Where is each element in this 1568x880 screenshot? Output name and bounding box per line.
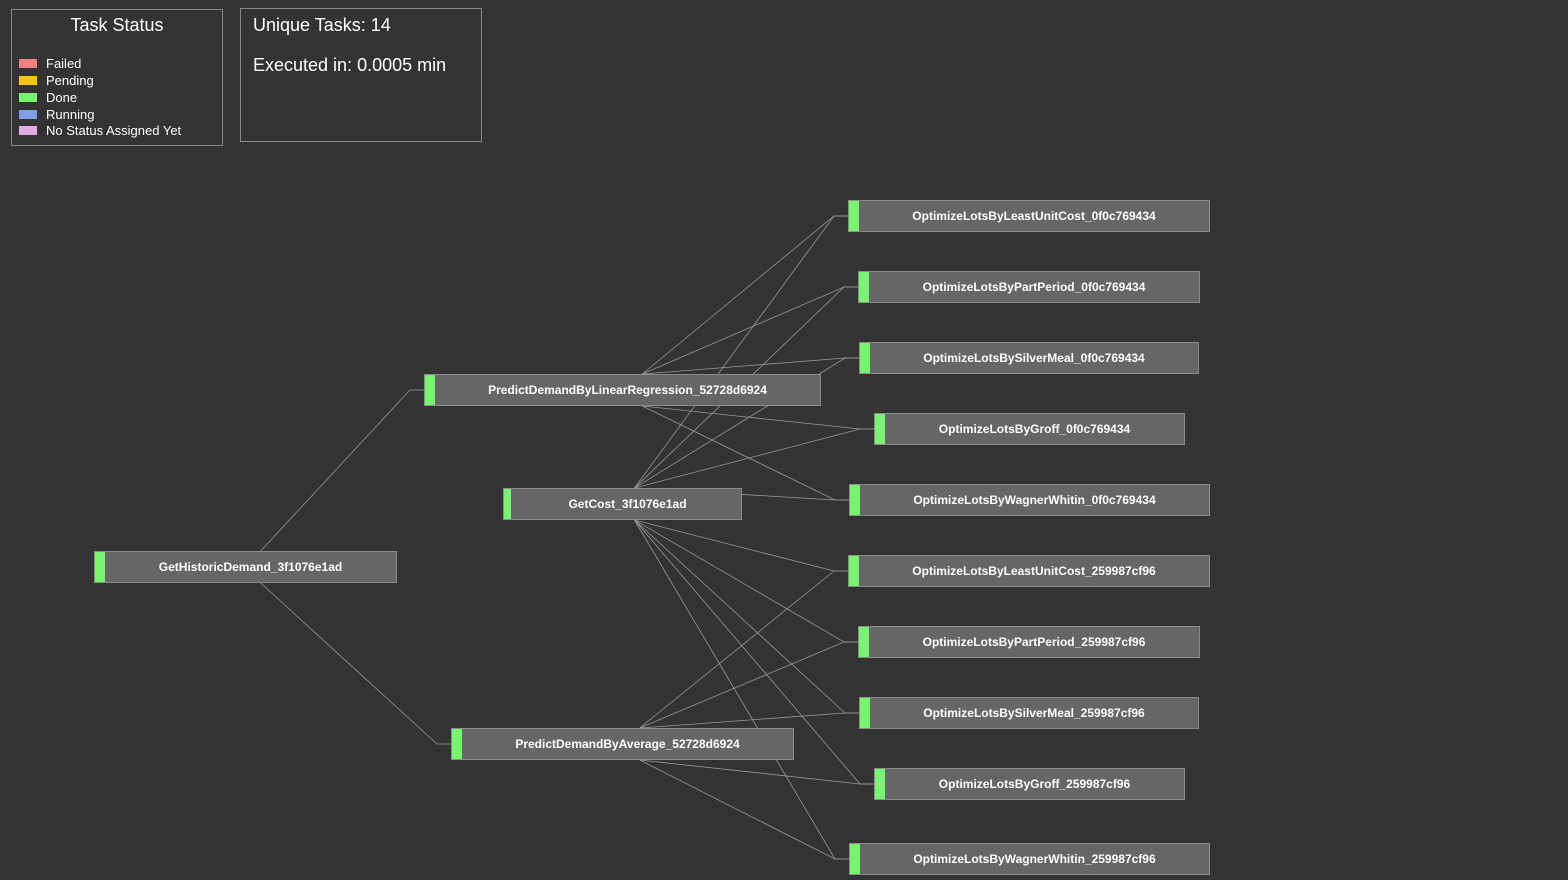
status-bar — [425, 375, 435, 405]
task-node-optimize-groff-2599[interactable]: OptimizeLotsByGroff_259987cf96 — [874, 768, 1185, 800]
legend-swatch-pending — [19, 75, 37, 85]
status-bar — [504, 489, 511, 519]
edge-cost-o3 — [634, 357, 859, 489]
legend-swatch-no-status — [19, 125, 37, 135]
edge-cost-o4 — [634, 428, 874, 489]
task-node-optimize-part-period-0f0c[interactable]: OptimizeLotsByPartPeriod_0f0c769434 — [858, 271, 1200, 303]
status-bar — [875, 769, 885, 799]
task-node-optimize-wagner-whitin-0f0c[interactable]: OptimizeLotsByWagnerWhitin_0f0c769434 — [849, 484, 1210, 516]
status-bar — [859, 627, 869, 657]
edge-hist-lr — [260, 389, 424, 552]
task-node-optimize-groff-0f0c[interactable]: OptimizeLotsByGroff_0f0c769434 — [874, 413, 1185, 445]
task-node-predict-average[interactable]: PredictDemandByAverage_52728d6924 — [451, 728, 794, 760]
edge-hist-avg — [260, 582, 451, 745]
executed-time-text: Executed in: 0.0005 min — [253, 55, 447, 75]
edge-avg-o6 — [639, 570, 848, 729]
task-node-optimize-least-unit-cost-2599[interactable]: OptimizeLotsByLeastUnitCost_259987cf96 — [848, 555, 1210, 587]
edge-cost-o6 — [634, 519, 848, 572]
task-label: OptimizeLotsBySilverMeal_259987cf96 — [923, 706, 1145, 720]
edge-cost-o10 — [634, 519, 849, 860]
legend-item-done: Done — [19, 89, 77, 105]
status-bar — [452, 729, 462, 759]
task-label: OptimizeLotsByLeastUnitCost_259987cf96 — [912, 564, 1156, 578]
edge-lr-o1 — [642, 215, 848, 375]
task-label: OptimizeLotsByLeastUnitCost_0f0c769434 — [912, 209, 1156, 223]
task-label: OptimizeLotsByGroff_259987cf96 — [938, 777, 1131, 791]
task-label: OptimizeLotsBySilverMeal_0f0c769434 — [923, 351, 1145, 365]
task-label: GetHistoricDemand_3f1076e1ad — [158, 560, 343, 574]
legend-item-running: Running — [19, 106, 94, 122]
stats-panel: Unique Tasks: 14 Executed in: 0.0005 min — [240, 8, 482, 142]
legend-item-pending: Pending — [19, 72, 94, 88]
task-label: PredictDemandByLinearRegression_52728d69… — [488, 383, 767, 397]
task-label: OptimizeLotsByPartPeriod_259987cf96 — [922, 635, 1146, 649]
status-bar — [850, 844, 860, 874]
edge-cost-o2 — [634, 286, 858, 489]
legend-label-failed: Failed — [46, 55, 82, 71]
task-label: OptimizeLotsByWagnerWhitin_0f0c769434 — [913, 493, 1156, 507]
status-bar — [850, 485, 860, 515]
task-label: GetCost_3f1076e1ad — [568, 497, 687, 511]
task-label: OptimizeLotsByPartPeriod_0f0c769434 — [922, 280, 1146, 294]
task-node-predict-linear-regression[interactable]: PredictDemandByLinearRegression_52728d69… — [424, 374, 821, 406]
status-bar — [875, 414, 885, 444]
status-bar — [95, 552, 105, 582]
edge-lr-o4 — [642, 405, 874, 430]
task-label: OptimizeLotsByWagnerWhitin_259987cf96 — [913, 852, 1156, 866]
legend-swatch-running — [19, 109, 37, 119]
task-node-optimize-least-unit-cost-0f0c[interactable]: OptimizeLotsByLeastUnitCost_0f0c769434 — [848, 200, 1210, 232]
legend-label-pending: Pending — [46, 72, 94, 88]
legend-label-done: Done — [46, 89, 78, 105]
status-bar — [849, 556, 859, 586]
legend-label-no-status: No Status Assigned Yet — [46, 122, 182, 138]
status-bar — [859, 272, 869, 302]
legend-item-no-status: No Status Assigned Yet — [19, 122, 181, 138]
task-label: PredictDemandByAverage_52728d6924 — [515, 737, 740, 751]
legend-swatch-done — [19, 92, 37, 102]
edge-cost-o1 — [634, 215, 848, 489]
status-bar — [860, 343, 870, 373]
status-bar — [860, 698, 870, 728]
legend-title: Task Status — [70, 15, 164, 35]
edge-avg-o8 — [639, 712, 859, 729]
legend-swatch-failed — [19, 58, 37, 68]
task-status-legend: Task Status Failed Pending Done Running … — [11, 9, 223, 146]
edge-avg-o7 — [639, 641, 858, 729]
edge-avg-o9 — [639, 759, 874, 785]
task-node-get-historic-demand[interactable]: GetHistoricDemand_3f1076e1ad — [94, 551, 397, 583]
status-bar — [849, 201, 859, 231]
task-node-optimize-wagner-whitin-2599[interactable]: OptimizeLotsByWagnerWhitin_259987cf96 — [849, 843, 1210, 875]
edge-lr-o5 — [642, 405, 849, 501]
edge-avg-o10 — [639, 759, 849, 860]
legend-label-running: Running — [46, 106, 95, 122]
task-node-get-cost[interactable]: GetCost_3f1076e1ad — [503, 488, 742, 520]
legend-item-failed: Failed — [19, 55, 81, 71]
task-node-optimize-silver-meal-0f0c[interactable]: OptimizeLotsBySilverMeal_0f0c769434 — [859, 342, 1199, 374]
task-node-optimize-silver-meal-2599[interactable]: OptimizeLotsBySilverMeal_259987cf96 — [859, 697, 1199, 729]
edge-cost-o7 — [634, 519, 858, 643]
task-node-optimize-part-period-2599[interactable]: OptimizeLotsByPartPeriod_259987cf96 — [858, 626, 1200, 658]
task-label: OptimizeLotsByGroff_0f0c769434 — [938, 422, 1131, 436]
unique-tasks-text: Unique Tasks: 14 — [253, 15, 391, 35]
